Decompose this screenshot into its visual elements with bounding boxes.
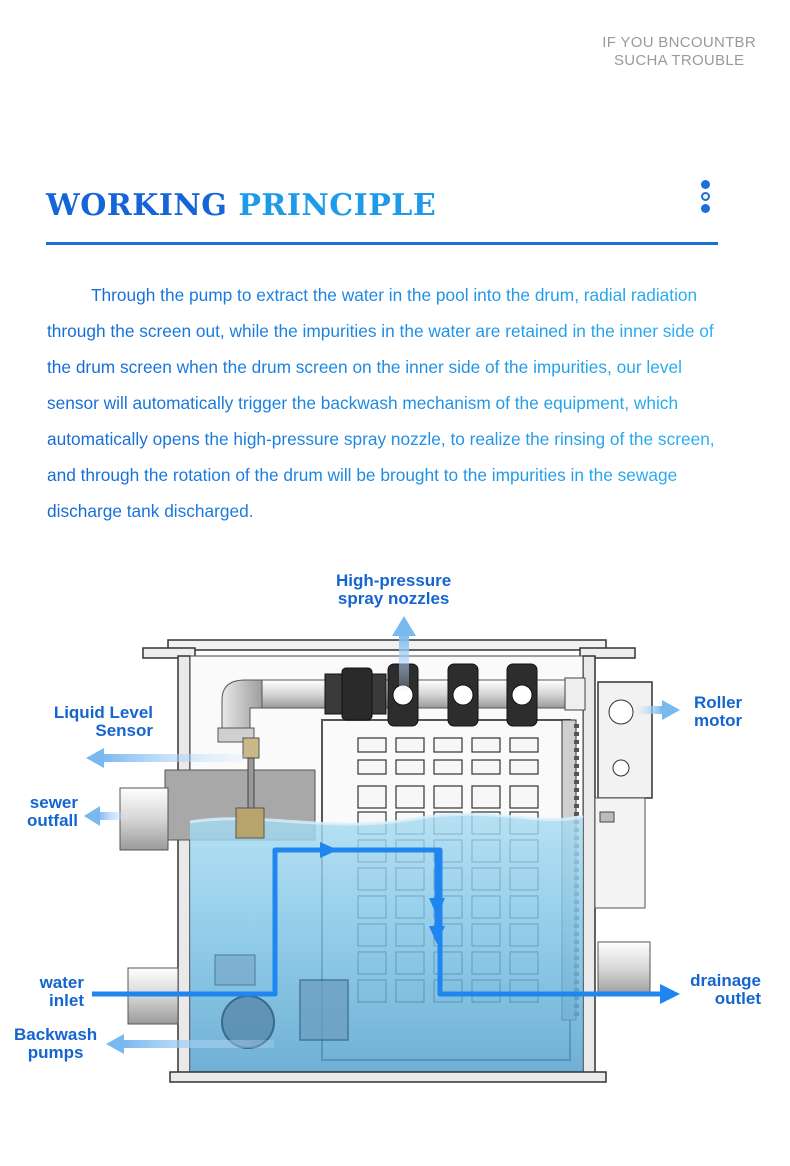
gear-tooth [574, 732, 579, 736]
drum-filter-diagram: High-pressure spray nozzles Liquid Level… [0, 560, 790, 1120]
motor-pointer [636, 706, 662, 714]
up-arrow-icon [392, 616, 416, 636]
outfall-pointer [98, 812, 128, 820]
gear-tooth [574, 788, 579, 792]
label-drainage-outlet-line1: drainage [690, 971, 761, 990]
screen-panel [357, 785, 387, 809]
tank-base [169, 1071, 607, 1083]
drainage-outlet-pipe [597, 941, 651, 997]
gear-tooth [574, 748, 579, 752]
screen-panel [433, 785, 463, 809]
label-backwash-pumps-line1: Backwash [14, 1025, 98, 1044]
left-arrow-icon [84, 806, 100, 826]
flow-arrow-icon [320, 842, 338, 858]
section-title-part-2: PRINCIPLE [238, 188, 437, 223]
nozzle-pointer [399, 634, 409, 690]
lid-flange-left [142, 647, 196, 659]
screen-panel [433, 737, 463, 753]
label-sewer-outfall: sewer outfall [27, 794, 78, 830]
drainage-arrow-icon [660, 984, 680, 1004]
pagination-dots [701, 180, 715, 216]
gear-tooth [574, 756, 579, 760]
gear-tooth [574, 764, 579, 768]
screen-panel [471, 785, 501, 809]
label-water-inlet-line1: water [39, 973, 84, 992]
tagline-line-1: IF YOU BNCOUNTBR [602, 34, 756, 51]
screen-panel [509, 759, 539, 775]
screen-panel [395, 759, 425, 775]
label-water-inlet: water inlet [40, 974, 84, 1010]
drum-filter-illustration [84, 616, 680, 1083]
dot-icon [701, 180, 710, 189]
gear-tooth [574, 772, 579, 776]
label-backwash-pumps-line2: pumps [27, 1043, 84, 1062]
sensor-pointer [102, 754, 244, 762]
screen-panel [471, 737, 501, 753]
pumps-pointer [124, 1040, 274, 1048]
nozzle-clamps [387, 663, 538, 727]
screen-panel [433, 759, 463, 775]
screen-panel [509, 737, 539, 753]
screen-panel [471, 759, 501, 775]
screen-panel [395, 737, 425, 753]
tank-wall-right [582, 655, 596, 1077]
title-divider [46, 242, 718, 245]
gear-tooth [574, 804, 579, 808]
dot-icon [701, 204, 710, 213]
description-paragraph: Through the pump to extract the water in… [47, 277, 737, 529]
screen-panel [395, 785, 425, 809]
flow-arrow-icon [429, 898, 445, 916]
label-drainage-outlet-line2: outlet [714, 989, 761, 1008]
label-spray-nozzles-line2: spray nozzles [337, 589, 450, 608]
label-spray-nozzles-line1: High-pressure [336, 571, 452, 590]
gear-tooth [574, 780, 579, 784]
level-sensor [242, 737, 260, 759]
gear-tooth [574, 796, 579, 800]
left-arrow-icon [106, 1034, 124, 1054]
label-level-sensor: Liquid Level Sensor [54, 704, 153, 740]
left-arrow-icon [86, 748, 104, 768]
label-level-sensor-line1: Liquid Level [53, 703, 153, 722]
label-spray-nozzles: High-pressure spray nozzles [336, 572, 451, 608]
screen-panel [357, 737, 387, 753]
flow-arrow-icon [429, 926, 445, 944]
label-drainage-outlet: drainage outlet [690, 972, 761, 1008]
screen-panel [509, 785, 539, 809]
flow-path [92, 847, 660, 997]
label-sewer-outfall-line1: sewer [29, 793, 78, 812]
label-water-inlet-line2: inlet [49, 991, 84, 1010]
gear-tooth [574, 740, 579, 744]
gear-tooth [574, 724, 579, 728]
tagline: IF YOU BNCOUNTBR SUCHA TROUBLE [602, 34, 756, 70]
label-backwash-pumps: Backwash pumps [14, 1026, 97, 1062]
lid-flange-right [579, 647, 636, 659]
tank-wall-left [177, 655, 191, 1077]
section-title: WORKING PRINCIPLE [46, 188, 436, 223]
right-arrow-icon [662, 700, 680, 720]
label-sewer-outfall-line2: outfall [27, 811, 78, 830]
label-level-sensor-line2: Sensor [95, 721, 153, 740]
label-roller-motor: Roller motor [694, 694, 742, 730]
section-title-part-1: WORKING [46, 188, 228, 223]
tank-lid [167, 639, 607, 651]
water-body [190, 814, 583, 1076]
roller-motor [597, 681, 653, 799]
screen-panel [357, 759, 387, 775]
tagline-line-2: SUCHA TROUBLE [613, 52, 745, 69]
gear-tooth [574, 812, 579, 816]
label-roller-motor-line2: motor [694, 711, 743, 730]
dot-ring-icon [701, 192, 710, 201]
label-roller-motor-line1: Roller [694, 693, 743, 712]
